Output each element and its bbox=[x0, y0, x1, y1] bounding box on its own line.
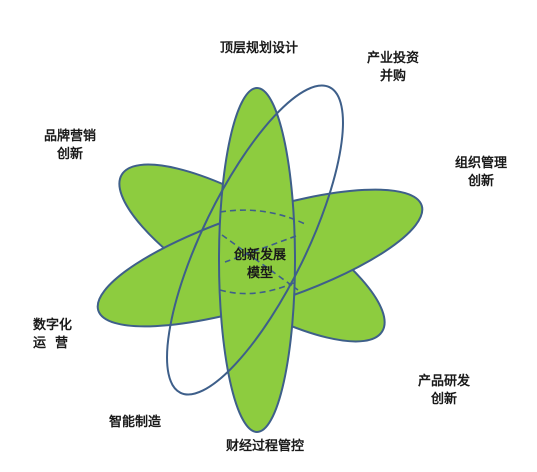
orbit-invest-to-smartmfg bbox=[166, 84, 344, 396]
label-brand-marketing-line1: 品牌营销 bbox=[44, 129, 97, 144]
label-industry-invest: 产业投资 并购 bbox=[367, 50, 419, 86]
label-brand-marketing: 品牌营销 创新 bbox=[44, 128, 96, 164]
center-label: 创新发展 模型 bbox=[228, 247, 292, 283]
label-industry-invest-line1: 产业投资 bbox=[367, 51, 420, 66]
label-org-mgmt-line2: 创新 bbox=[468, 174, 495, 189]
dashed-edge-4 bbox=[224, 235, 297, 263]
label-top-design-text: 顶层规划设计 bbox=[220, 41, 299, 56]
label-product-rd-line2: 创新 bbox=[431, 392, 458, 407]
center-label-line2: 模型 bbox=[246, 266, 273, 281]
label-smart-mfg-text: 智能制造 bbox=[109, 415, 162, 430]
dashed-edge-3 bbox=[219, 281, 297, 295]
label-finance-control-text: 财经过程管控 bbox=[226, 439, 305, 454]
dashed-edge-2 bbox=[221, 234, 299, 291]
label-product-rd: 产品研发 创新 bbox=[418, 373, 470, 409]
label-finance-control: 财经过程管控 bbox=[226, 438, 304, 456]
label-product-rd-line1: 产品研发 bbox=[418, 374, 471, 389]
label-top-design: 顶层规划设计 bbox=[220, 40, 298, 58]
dashed-edge-1 bbox=[219, 209, 306, 225]
label-digital-ops-line2: 运 营 bbox=[33, 336, 69, 351]
label-org-mgmt: 组织管理 创新 bbox=[455, 155, 507, 191]
label-digital-ops-line1: 数字化 bbox=[33, 318, 73, 333]
label-industry-invest-line2: 并购 bbox=[380, 69, 407, 84]
label-brand-marketing-line2: 创新 bbox=[57, 147, 84, 162]
label-smart-mfg: 智能制造 bbox=[109, 414, 161, 432]
center-label-line1: 创新发展 bbox=[233, 248, 286, 263]
label-org-mgmt-line1: 组织管理 bbox=[455, 156, 508, 171]
label-digital-ops: 数字化 运 营 bbox=[33, 317, 72, 353]
